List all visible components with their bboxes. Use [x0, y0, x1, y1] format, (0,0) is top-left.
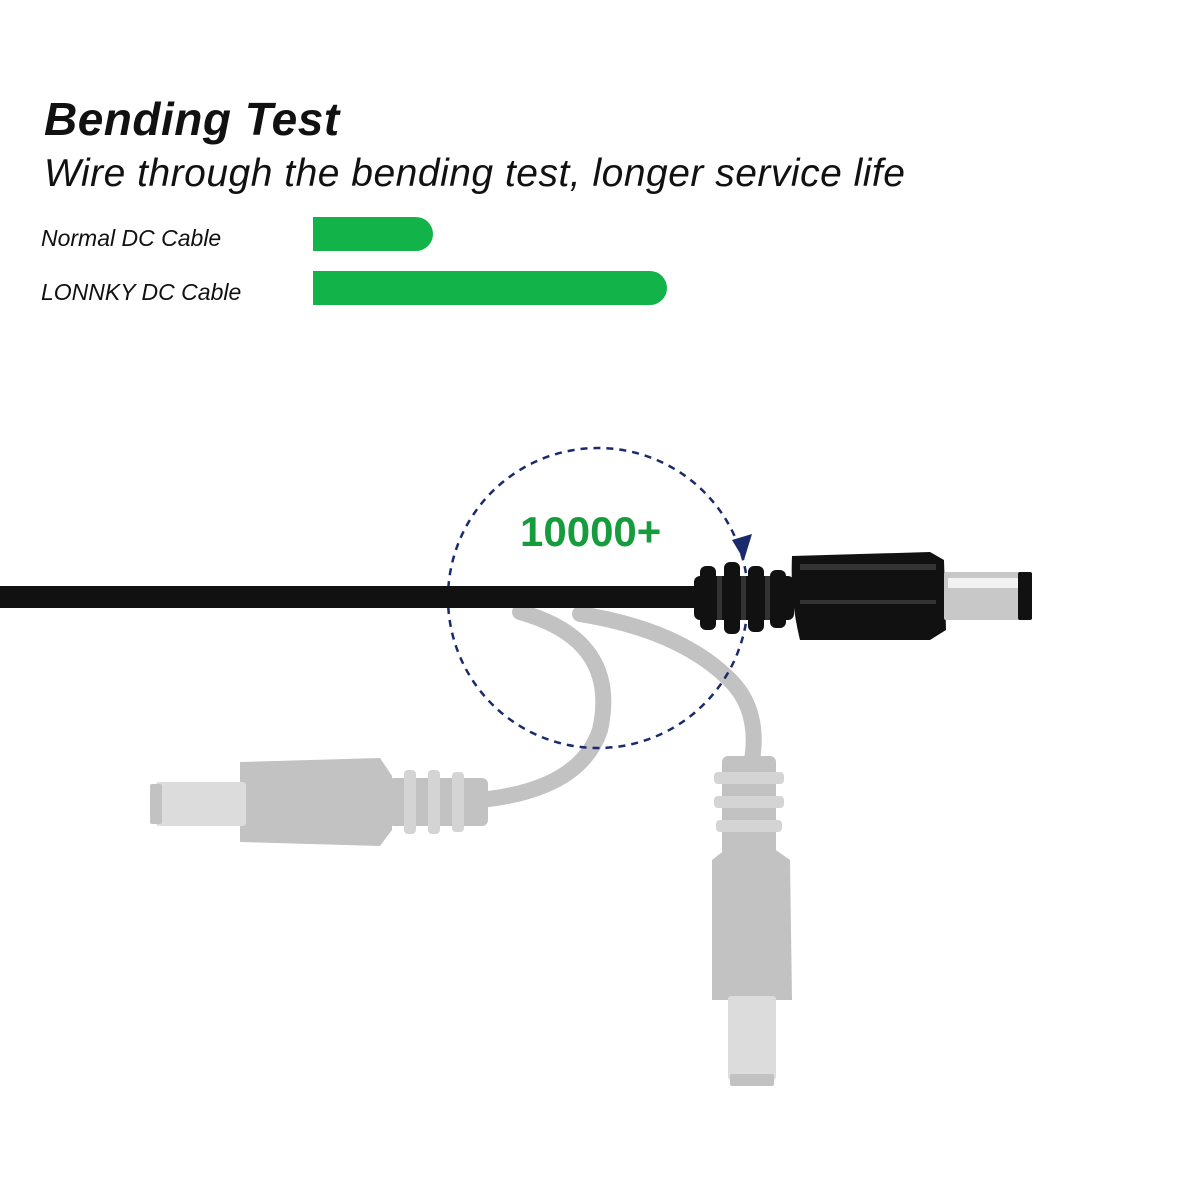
comparison-row-lonnky: LONNKY DC Cable	[0, 271, 1200, 311]
comparison-row-normal: Normal DC Cable	[0, 217, 1200, 257]
comparison-label-normal: Normal DC Cable	[41, 225, 222, 251]
comparison-bar-normal	[313, 217, 433, 251]
title: Bending Test	[44, 93, 340, 145]
comparison-track-lonnky	[313, 271, 913, 305]
ghost-cable-left	[150, 604, 612, 846]
subtitle: Wire through the bending test, longer se…	[44, 152, 906, 195]
rotation-arrow-icon	[732, 534, 752, 560]
main-cable	[0, 552, 1032, 640]
comparison-track-normal	[313, 217, 913, 251]
ghost-cable-down	[572, 606, 792, 1086]
bend-count-label: 10000+	[520, 508, 662, 555]
comparison-bar-lonnky	[313, 271, 667, 305]
comparison-label-lonnky: LONNKY DC Cable	[41, 279, 242, 305]
